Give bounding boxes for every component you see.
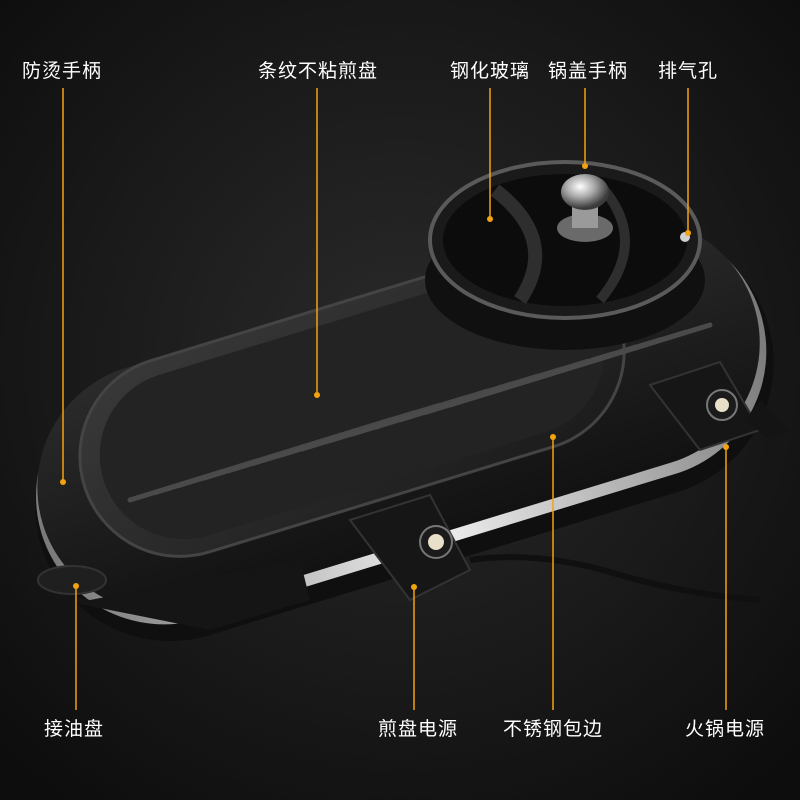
label-lid-handle: 锅盖手柄: [548, 60, 629, 82]
grill-ridges: [127, 322, 713, 503]
label-stainless-trim: 不锈钢包边: [503, 718, 604, 740]
label-vent-hole: 排气孔: [658, 60, 719, 82]
lid-knob: [557, 174, 613, 242]
hot-pot: [425, 160, 705, 350]
leader-dots: [60, 163, 729, 590]
leader-lines: [62, 88, 727, 710]
grill-ridge: [447, 322, 713, 408]
label-oil-tray: 接油盘: [44, 718, 105, 740]
label-grill-power: 煎盘电源: [378, 718, 459, 740]
oil-tray-drawer: [28, 540, 310, 630]
label-striped-nonstick-plate: 条纹不粘煎盘: [258, 60, 379, 82]
label-hotpot-power: 火锅电源: [685, 718, 766, 740]
label-heat-proof-handle: 防烫手柄: [22, 60, 103, 82]
label-tempered-glass: 钢化玻璃: [450, 60, 531, 82]
grill-power-connector: [348, 493, 761, 603]
pot-power-connector: [648, 360, 790, 452]
